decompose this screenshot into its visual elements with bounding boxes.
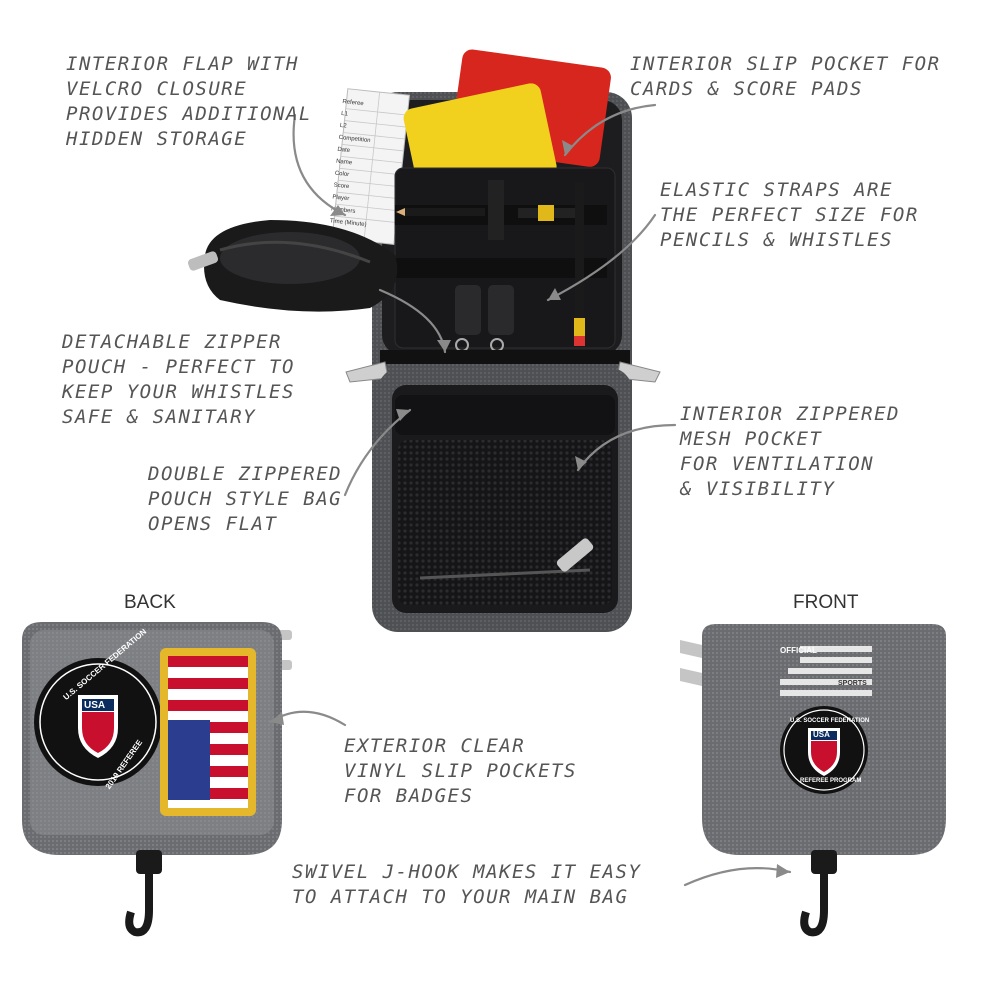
whistle-2 — [488, 285, 514, 335]
front-badge-top-text: U.S. SOCCER FEDERATION — [790, 718, 870, 724]
flag-patch — [160, 648, 256, 816]
callout-vinyl-pockets: EXTERIOR CLEAR VINYL SLIP POCKETS FOR BA… — [344, 735, 577, 807]
callout-elastic-straps: ELASTIC STRAPS ARE THE PERFECT SIZE FOR … — [660, 179, 919, 251]
front-j-hook — [800, 850, 837, 937]
mesh-zipper-pull — [556, 538, 594, 572]
callout-slip-pocket: INTERIOR SLIP POCKET FOR CARDS & SCORE P… — [630, 53, 941, 100]
brand-name-sports: SPORTS — [838, 680, 867, 687]
front-badge-shield-text: USA — [813, 730, 830, 739]
zip-pocket-top — [395, 395, 615, 435]
arrow-elastic-straps — [546, 213, 657, 302]
arrow-mesh-pocket — [576, 423, 677, 472]
callout-j-hook: SWIVEL J-HOOK MAKES IT EASY TO ATTACH TO… — [292, 861, 642, 908]
callout-mesh-pocket: INTERIOR ZIPPERED MESH POCKET FOR VENTIL… — [680, 403, 900, 500]
front-badge-bottom-text: REFEREE PROGRAM — [800, 778, 862, 784]
center-strip — [380, 350, 630, 364]
callout-double-zippered: DOUBLE ZIPPERED POUCH STYLE BAG OPENS FL… — [148, 463, 343, 535]
elastic-strap-2 — [395, 258, 607, 278]
arrow-j-hook — [683, 867, 792, 887]
pencil-1 — [396, 208, 485, 216]
arrow-interior-flap — [292, 113, 347, 217]
brand-name-official: OFFICIAL — [780, 646, 817, 655]
ussf-2019-patch — [34, 658, 162, 786]
heading-back: BACK — [124, 592, 176, 613]
arrow-double-zippered — [343, 408, 412, 497]
detachable-pouch — [187, 220, 398, 312]
back-j-hook — [125, 850, 162, 937]
open-bag — [331, 49, 661, 632]
front-referee-badge — [780, 706, 868, 794]
arrow-slip-pocket — [563, 103, 657, 157]
back-bag — [22, 622, 292, 937]
callout-interior-flap: INTERIOR FLAP WITH VELCRO CLOSURE PROVID… — [66, 53, 312, 150]
pencil-3 — [574, 182, 585, 346]
whistle-1 — [455, 285, 481, 335]
brand-stripes — [780, 646, 872, 696]
patch-shield-text: USA — [84, 700, 106, 711]
score-card — [331, 88, 411, 245]
arrow-zipper-pouch — [378, 288, 447, 354]
pencil-2 — [518, 205, 578, 221]
callout-zipper-pouch: DETACHABLE ZIPPER POUCH - PERFECT TO KEE… — [62, 331, 295, 428]
heading-front: FRONT — [793, 592, 859, 613]
velcro-tab — [488, 180, 504, 240]
front-bag — [680, 624, 946, 937]
